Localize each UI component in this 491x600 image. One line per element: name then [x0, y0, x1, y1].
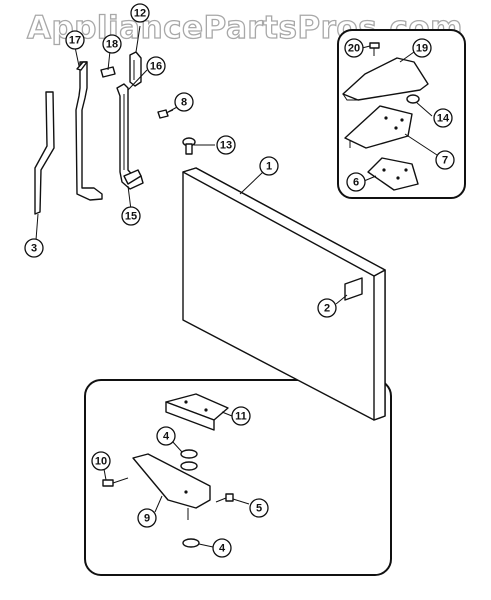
callout-c1: 1	[259, 156, 279, 176]
part-12-bracket[interactable]	[129, 51, 142, 87]
callout-circle	[102, 34, 122, 54]
part-20-screw[interactable]	[369, 42, 380, 56]
callout-c11: 11	[231, 406, 251, 426]
part-4-washer-upper[interactable]	[180, 449, 198, 471]
callout-circle	[212, 538, 232, 558]
callout-label: 6	[353, 177, 359, 189]
watermark-text: AppliancePartsPros.com	[27, 10, 463, 46]
callout-circle	[249, 498, 269, 518]
callout-circle	[344, 38, 364, 58]
callout-circle	[24, 238, 44, 258]
callout-label: 4	[219, 543, 226, 555]
callout-c14: 14	[433, 108, 453, 128]
part-9-bottom-hinge[interactable]	[132, 453, 211, 520]
callout-label: 13	[220, 140, 232, 152]
part-2-badge[interactable]	[344, 277, 363, 301]
callout-c17: 17	[65, 30, 85, 50]
callout-c8: 8	[174, 92, 194, 112]
callout-c3: 3	[24, 238, 44, 258]
callout-label: 7	[442, 155, 448, 167]
part-18-clip[interactable]	[100, 66, 116, 78]
part-7-hinge-plate[interactable]	[344, 105, 413, 149]
callout-label: 3	[31, 243, 37, 255]
callout-label: 19	[416, 43, 428, 55]
callout-label: 14	[437, 113, 450, 125]
callout-label: 11	[235, 411, 247, 423]
part-5-screw[interactable]	[215, 493, 234, 503]
callout-circle	[346, 172, 366, 192]
callout-c9: 9	[137, 508, 157, 528]
callout-circle	[65, 30, 85, 50]
callout-circle	[156, 426, 176, 446]
callout-label: 17	[69, 35, 81, 47]
callout-label: 18	[106, 39, 118, 51]
callout-label: 5	[256, 503, 262, 515]
part-15-16-hinge-arm[interactable]	[116, 83, 144, 190]
callout-label: 10	[95, 456, 107, 468]
callout-circle	[435, 150, 455, 170]
part-11-bracket[interactable]	[165, 393, 229, 431]
callout-circle	[317, 298, 337, 318]
callout-circle	[433, 108, 453, 128]
callout-label: 2	[324, 303, 330, 315]
callout-circle	[216, 135, 236, 155]
callout-c5: 5	[249, 498, 269, 518]
callout-circle	[137, 508, 157, 528]
part-17-bracket[interactable]	[75, 61, 103, 201]
callout-circle	[259, 156, 279, 176]
callout-circle	[412, 38, 432, 58]
part-10-screw[interactable]	[102, 477, 129, 487]
callout-c2: 2	[317, 298, 337, 318]
callout-label: 9	[144, 513, 150, 525]
callout-label: 12	[134, 8, 146, 20]
callout-label: 4	[163, 431, 170, 443]
part-1-door-panel[interactable]	[182, 167, 386, 421]
callout-circle	[130, 3, 150, 23]
callout-c19: 19	[412, 38, 432, 58]
callout-label: 1	[266, 161, 272, 173]
callout-c12: 12	[130, 3, 150, 23]
callout-circle	[231, 406, 251, 426]
leader-lines	[35, 25, 438, 548]
callout-label: 16	[150, 61, 162, 73]
part-19-cover[interactable]	[342, 57, 429, 101]
callout-circle	[121, 206, 141, 226]
callout-label: 15	[125, 211, 137, 223]
callout-circle	[174, 92, 194, 112]
callout-c15: 15	[121, 206, 141, 226]
part-6-shim-plate[interactable]	[367, 157, 419, 191]
callout-c10: 10	[91, 451, 111, 471]
part-13-plug[interactable]	[182, 137, 196, 155]
part-4-washer-lower[interactable]	[182, 538, 200, 548]
callout-c4a: 4	[156, 426, 176, 446]
callout-c13: 13	[216, 135, 236, 155]
part-8-screw[interactable]	[157, 109, 174, 119]
part-3-strip[interactable]	[34, 91, 55, 215]
callout-circle	[91, 451, 111, 471]
callout-label: 20	[348, 43, 360, 55]
callout-c20: 20	[344, 38, 364, 58]
callout-c18: 18	[102, 34, 122, 54]
callout-circle	[146, 56, 166, 76]
part-14-washer[interactable]	[406, 94, 420, 104]
callout-label: 8	[181, 97, 187, 109]
callout-c6: 6	[346, 172, 366, 192]
callout-c7: 7	[435, 150, 455, 170]
callout-c16: 16	[146, 56, 166, 76]
callout-c4b: 4	[212, 538, 232, 558]
